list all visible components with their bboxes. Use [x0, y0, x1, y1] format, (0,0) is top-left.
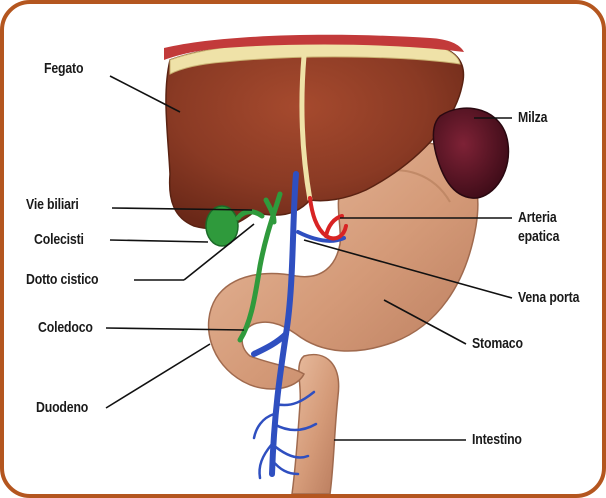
label-milza: Milza [518, 109, 547, 126]
anatomy-illustration [4, 4, 606, 498]
label-intestino: Intestino [472, 431, 522, 448]
label-vie-biliari: Vie biliari [26, 196, 79, 213]
label-vena-porta: Vena porta [518, 289, 579, 306]
label-colecisti: Colecisti [34, 231, 84, 248]
label-duodeno: Duodeno [36, 399, 88, 416]
label-epatica: epatica [518, 228, 559, 245]
label-stomaco: Stomaco [472, 335, 523, 352]
label-arteria: Arteria [518, 209, 557, 226]
label-dotto-cistico: Dotto cistico [26, 271, 98, 288]
label-coledoco: Coledoco [38, 319, 93, 336]
label-fegato: Fegato [44, 60, 83, 77]
